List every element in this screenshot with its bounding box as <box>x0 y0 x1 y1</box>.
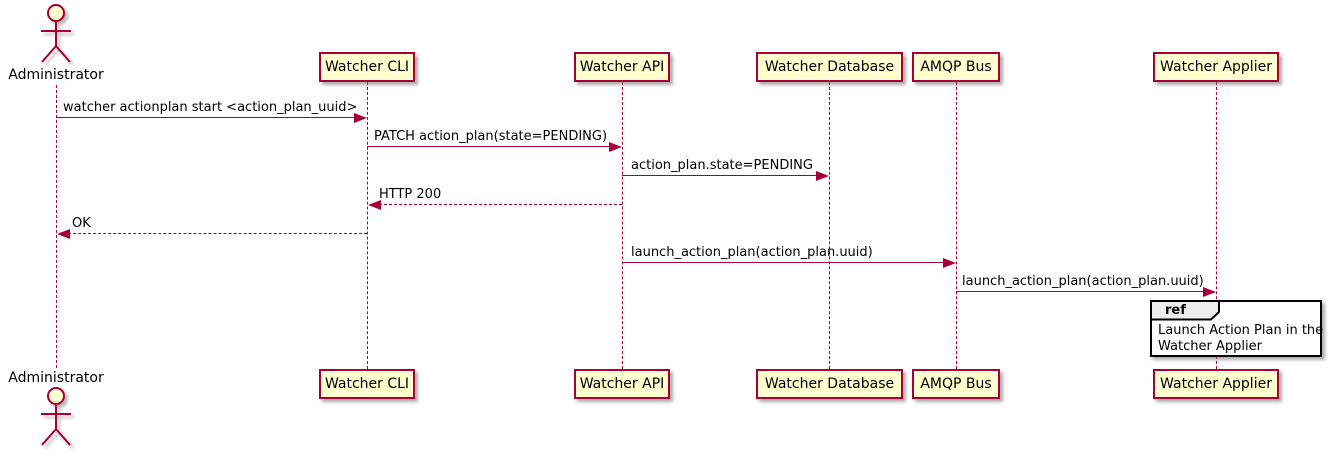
message-label: action_plan.state=PENDING <box>631 158 813 173</box>
lifeline-amqp-bus <box>956 82 957 369</box>
arrowhead-icon <box>943 258 956 268</box>
message-label: launch_action_plan(action_plan.uuid) <box>631 245 873 260</box>
lifeline-watcher-api <box>622 82 623 369</box>
ref-keyword: ref <box>1165 303 1186 318</box>
lifeline-administrator <box>56 85 57 368</box>
message-line <box>622 262 949 263</box>
message-line <box>374 204 622 205</box>
participant-amqp-bus-bottom: AMQP Bus <box>912 369 1000 399</box>
actor-icon <box>41 4 71 63</box>
participant-watcher-api-bottom: Watcher API <box>574 369 670 399</box>
message-line <box>367 146 615 147</box>
message-line <box>956 291 1209 292</box>
participant-watcher-applier-bottom: Watcher Applier <box>1153 369 1279 399</box>
arrowhead-icon <box>609 142 622 152</box>
lifeline-watcher-database <box>829 82 830 369</box>
participant-watcher-cli-top: Watcher CLI <box>319 52 415 82</box>
ref-header-pentagon <box>1150 300 1220 321</box>
arrowhead-icon <box>1203 287 1216 297</box>
message-line <box>622 175 822 176</box>
message-line <box>56 117 360 118</box>
participant-watcher-cli-bottom: Watcher CLI <box>319 369 415 399</box>
message-label: launch_action_plan(action_plan.uuid) <box>962 274 1204 289</box>
message-label: OK <box>72 216 91 231</box>
ref-text-line2: Watcher Applier <box>1158 339 1262 354</box>
message-label: HTTP 200 <box>379 187 442 202</box>
actor-name-top: Administrator <box>8 67 104 83</box>
message-label: PATCH action_plan(state=PENDING) <box>374 129 608 144</box>
actor-name-bottom: Administrator <box>8 370 104 386</box>
ref-fragment: ref Launch Action Plan in the Watcher Ap… <box>1150 300 1324 357</box>
participant-watcher-api-top: Watcher API <box>574 52 670 82</box>
lifeline-watcher-cli <box>367 82 368 369</box>
participant-watcher-database-top: Watcher Database <box>756 52 903 82</box>
arrowhead-icon <box>57 229 70 239</box>
ref-text-line1: Launch Action Plan in the <box>1158 323 1324 338</box>
message-line <box>63 233 367 234</box>
participant-amqp-bus-top: AMQP Bus <box>912 52 1000 82</box>
arrowhead-icon <box>368 200 381 210</box>
arrowhead-icon <box>816 171 829 181</box>
lifeline-watcher-applier <box>1216 82 1217 369</box>
arrowhead-icon <box>354 113 367 123</box>
message-label: watcher actionplan start <action_plan_uu… <box>63 100 358 115</box>
actor-icon <box>41 387 71 446</box>
participant-watcher-applier-top: Watcher Applier <box>1153 52 1279 82</box>
participant-watcher-database-bottom: Watcher Database <box>756 369 903 399</box>
